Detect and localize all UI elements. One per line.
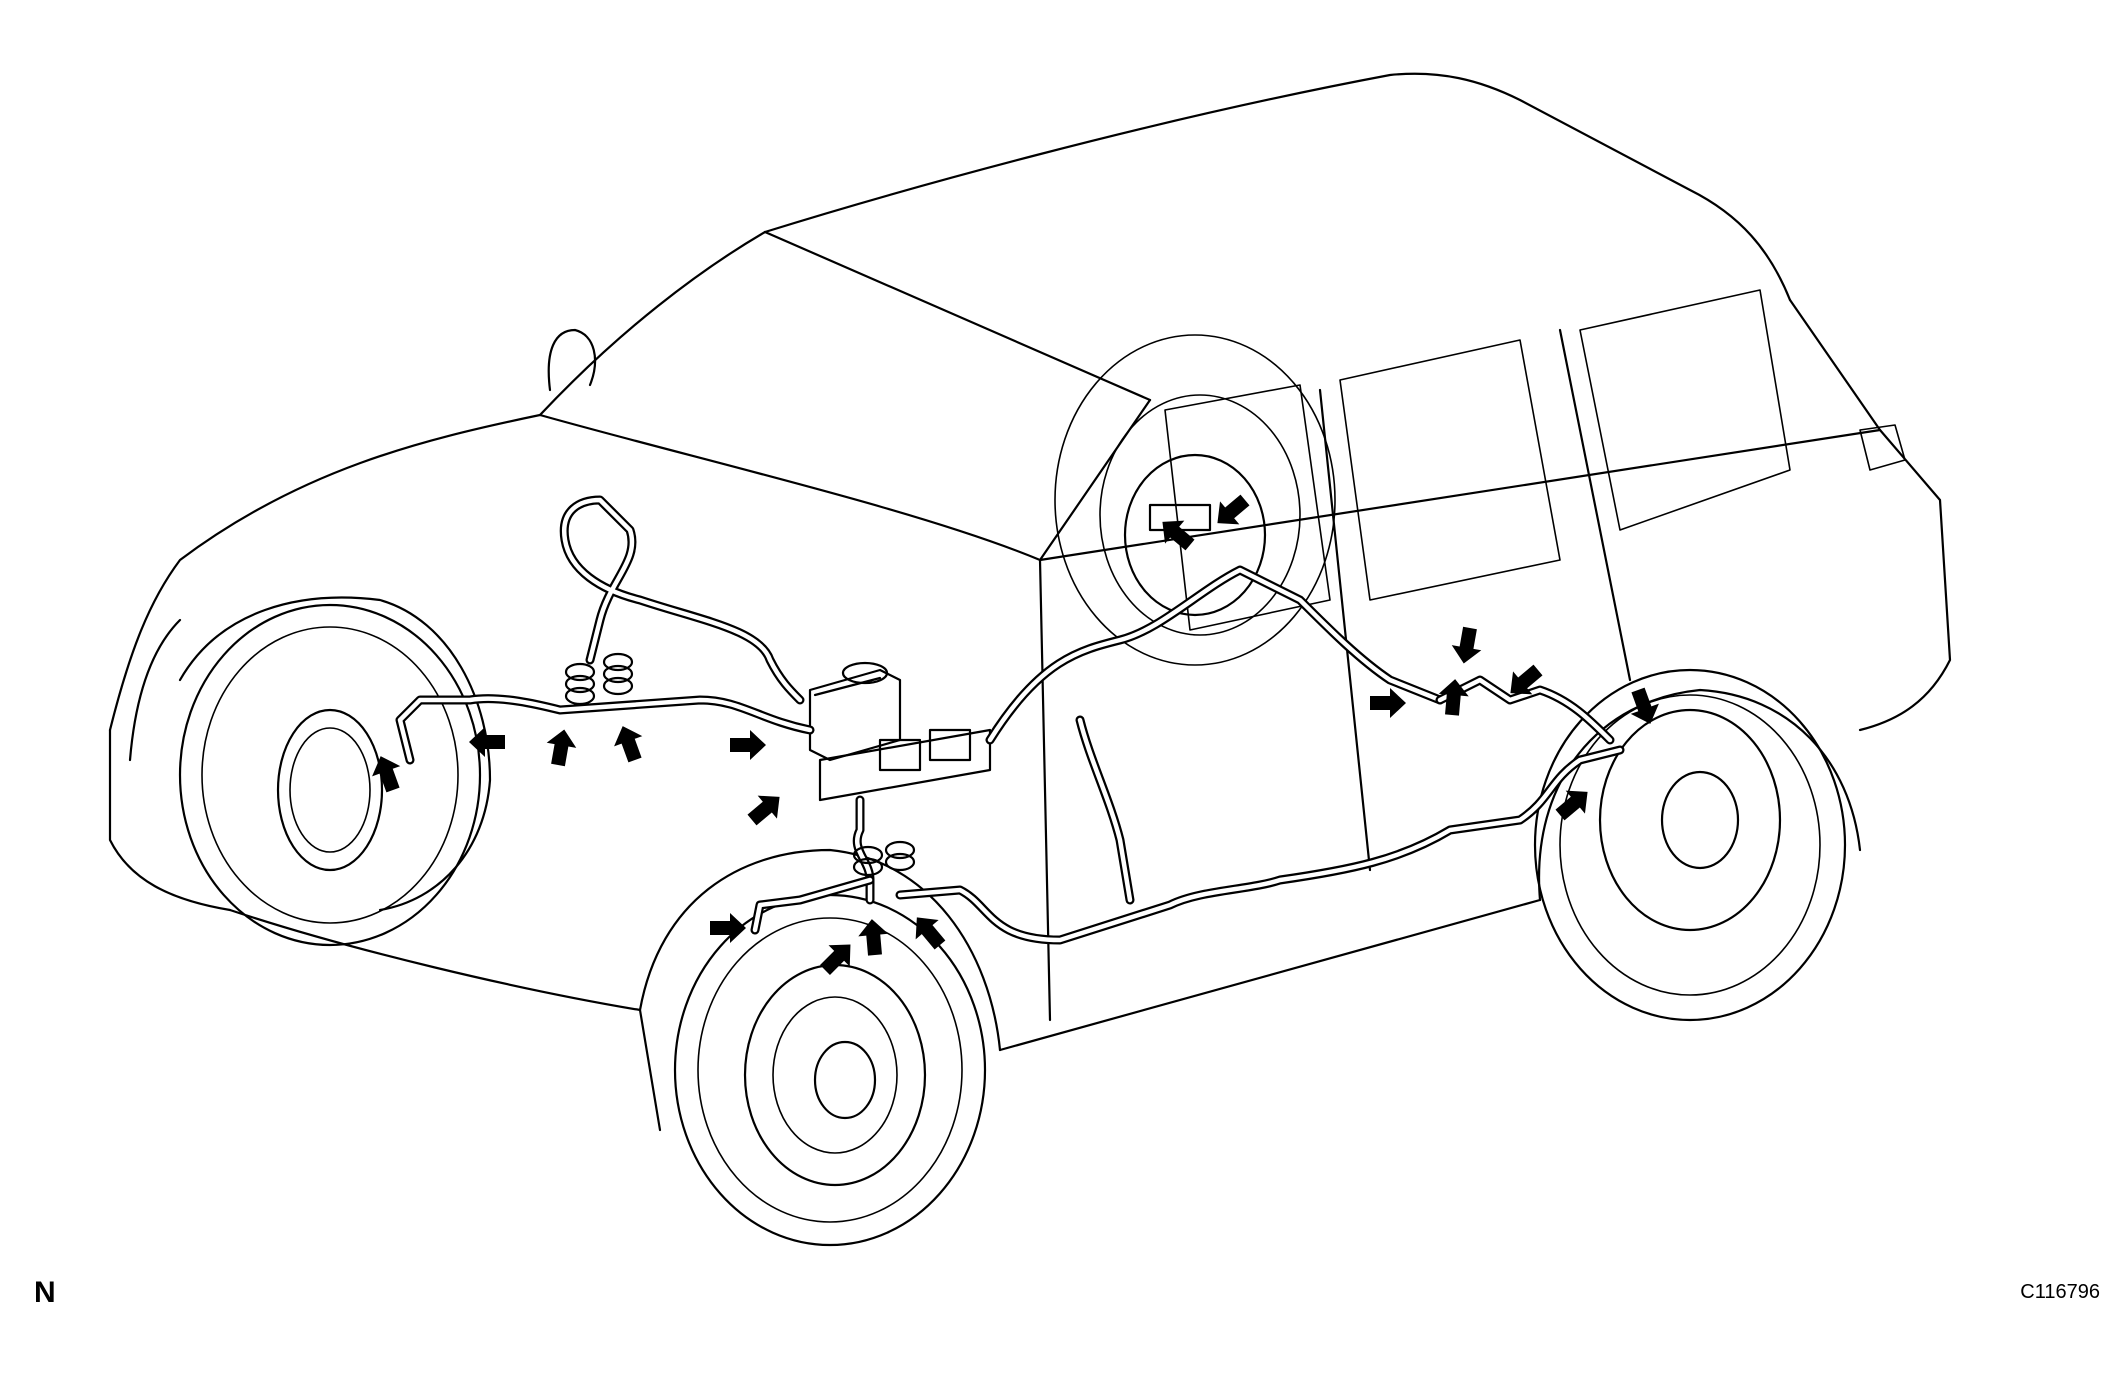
rear-side-window [1339, 339, 1561, 601]
arrow-icon [1448, 625, 1485, 667]
hood-edge [108, 413, 542, 732]
right-rear-brake-disc [1598, 708, 1782, 932]
right-front-wheel [673, 893, 987, 1247]
arrow-icon [814, 933, 862, 981]
rear-body [1788, 298, 1952, 732]
right-front-brake-disc [743, 963, 927, 1187]
arrow-icon [608, 721, 650, 766]
right-rear-wheel [1533, 668, 1847, 1022]
rear-light [1859, 424, 1906, 471]
left-front-brake-disc [276, 708, 384, 872]
arrow-icon [1623, 684, 1665, 729]
left-front-wheel [178, 603, 482, 947]
arrow-icon [366, 751, 408, 796]
right-front-wheel-arch [638, 848, 1002, 1052]
rear-wheel-arch [1537, 688, 1862, 902]
door-line-rear [1558, 328, 1632, 682]
roof-side [763, 230, 1152, 402]
wheels [178, 334, 1847, 1247]
front-bumper [108, 728, 232, 912]
front-side-window [1164, 384, 1331, 631]
front-grille [128, 618, 182, 762]
brake-hose-coils [564, 652, 916, 877]
figure-id: C116796 [2020, 1281, 2100, 1303]
right-rear-hub [1660, 770, 1740, 870]
left-rear-wheel [1054, 334, 1336, 666]
roof-outline [763, 72, 1792, 302]
quarter-window [1579, 289, 1791, 531]
arrow-icon [905, 907, 952, 955]
vehicle-body [108, 72, 1952, 1132]
view-label: N [34, 1276, 56, 1309]
side-body-bottom [998, 898, 1542, 1052]
arrow-icon [742, 785, 790, 832]
mirror-left [547, 328, 597, 392]
arrow-icon [1152, 510, 1200, 557]
right-front-hub [813, 1040, 877, 1120]
brake-master-cylinder [808, 661, 992, 802]
windshield-top [538, 230, 767, 417]
door-line-mid [1318, 388, 1372, 872]
brake-actuator [818, 728, 992, 802]
arrow-icon [543, 726, 580, 768]
brake-lines [395, 495, 1625, 945]
front-lower-body [228, 908, 662, 1132]
connection-arrows [366, 488, 1665, 981]
arrow-icon [730, 730, 766, 760]
arrow-icon [1370, 688, 1406, 718]
arrow-icon [856, 917, 890, 957]
hood-rear [538, 413, 1042, 562]
